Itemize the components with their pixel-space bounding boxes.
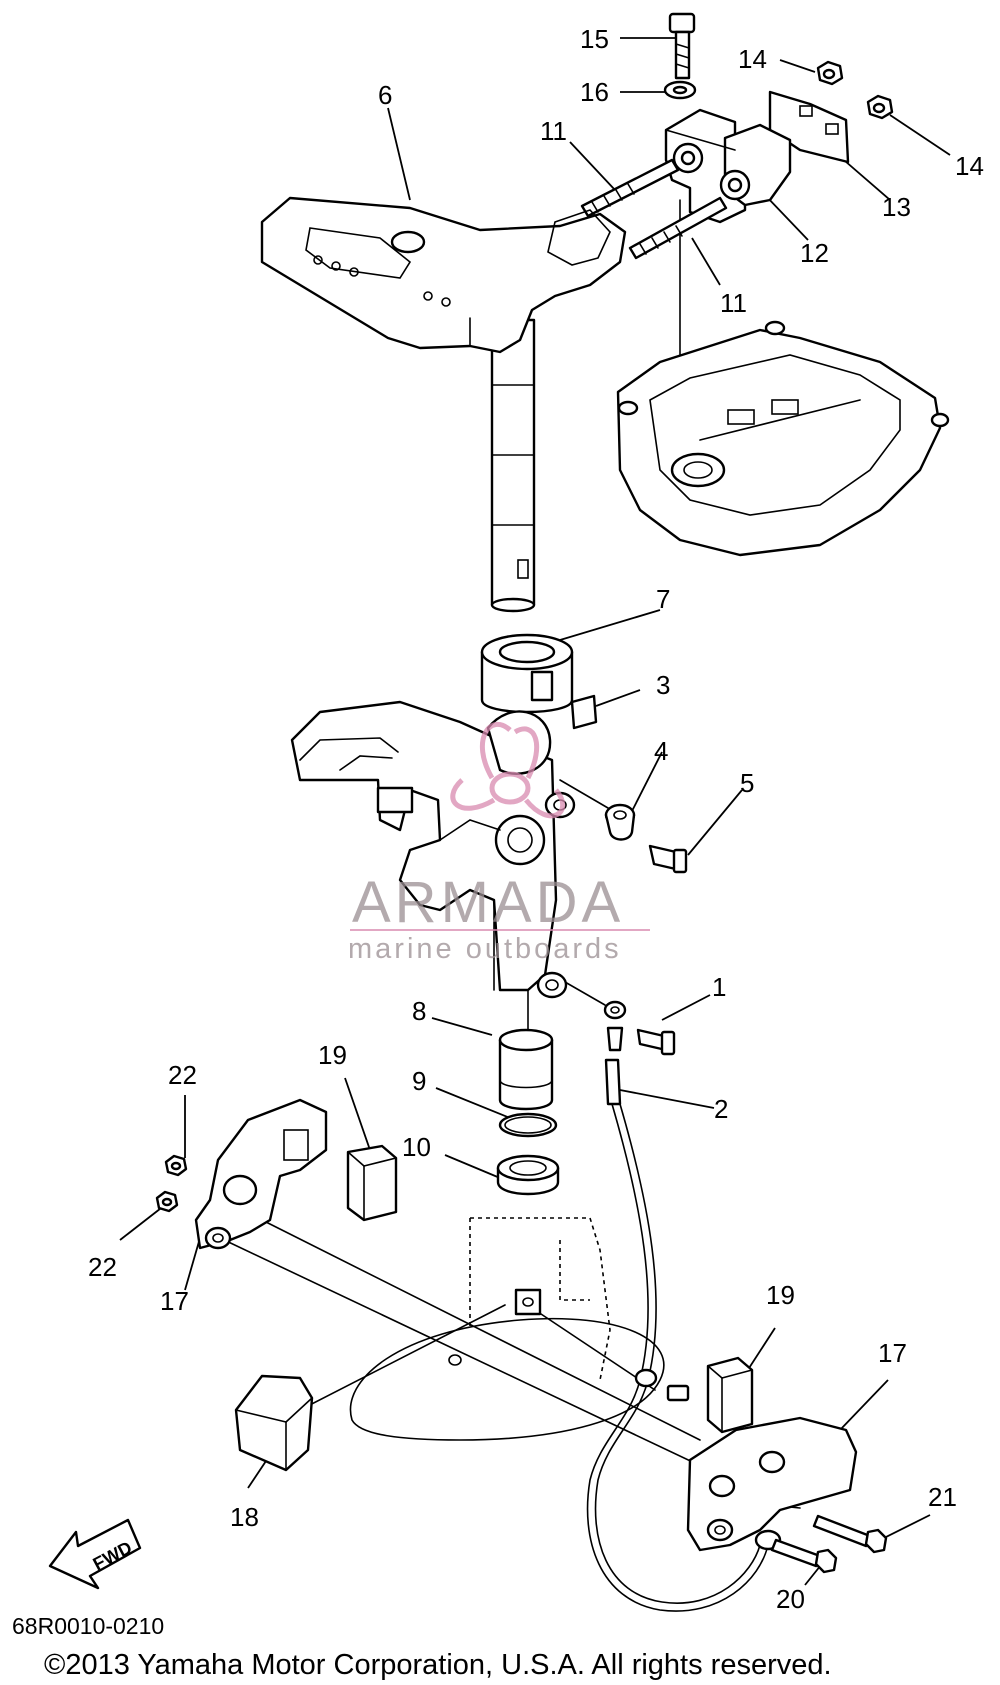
diagram-code: 68R0010-0210 — [12, 1613, 164, 1639]
callout-9: 9 — [412, 1066, 426, 1096]
callout-20: 20 — [776, 1584, 805, 1614]
callout-1: 1 — [712, 972, 726, 1002]
watermark-brand: ARMADA — [352, 870, 624, 935]
callout-6: 6 — [378, 80, 392, 110]
part-20-bolt — [770, 1538, 838, 1574]
callout-7: 7 — [656, 584, 670, 614]
armada-watermark: ARMADA marine outboards — [348, 722, 650, 965]
callout-labels: 15 16 14 14 13 12 11 11 6 7 3 4 5 1 2 8 … — [88, 24, 984, 1614]
callout-8: 8 — [412, 996, 426, 1026]
part-22-nut-lower — [155, 1190, 179, 1213]
part-3-plate — [570, 694, 598, 730]
part-4-bushing — [604, 803, 636, 841]
callout-22-upper: 22 — [168, 1060, 197, 1090]
part-11-stud-upper — [580, 158, 680, 218]
part-17-bracket-left — [194, 1098, 328, 1250]
part-2-ground-lead — [586, 1000, 782, 1612]
part-19-damper-left — [346, 1144, 398, 1222]
part-9-o-ring — [498, 1112, 558, 1138]
callout-14-upper: 14 — [738, 44, 767, 74]
part-14-nut-right — [866, 94, 894, 120]
callout-2: 2 — [714, 1094, 728, 1124]
callout-13: 13 — [882, 192, 911, 222]
part-8-damper — [498, 1028, 554, 1111]
part-19-damper-right — [706, 1356, 754, 1434]
part-11-stud-lower — [628, 196, 728, 260]
bottom-cowling — [616, 320, 950, 557]
callout-10: 10 — [402, 1132, 431, 1162]
part-16-washer — [663, 80, 697, 100]
callout-15: 15 — [580, 24, 609, 54]
part-1-screw — [636, 1028, 676, 1056]
upper-casing-reference — [349, 1217, 665, 1441]
callout-14-right: 14 — [955, 151, 984, 181]
callout-11-upper: 11 — [540, 116, 567, 146]
part-15-bolt — [668, 12, 696, 80]
callout-12: 12 — [800, 238, 829, 268]
callout-22-lower: 22 — [88, 1252, 117, 1282]
callout-18: 18 — [230, 1502, 259, 1532]
part-18-cover — [234, 1374, 314, 1472]
part-14-nut-upper — [816, 60, 844, 86]
copyright-notice: ©2013 Yamaha Motor Corporation, U.S.A. A… — [44, 1649, 832, 1681]
part-17-bracket-right — [686, 1416, 858, 1552]
callout-3: 3 — [656, 670, 670, 700]
callout-19-right: 19 — [766, 1280, 795, 1310]
part-21-bolt — [812, 1514, 888, 1554]
armada-logo-icon — [450, 722, 565, 819]
part-6-steering-bracket — [260, 196, 627, 613]
callout-17-right: 17 — [878, 1338, 907, 1368]
part-10-seal — [496, 1154, 560, 1196]
fwd-arrow: FWD — [48, 1518, 142, 1590]
callout-19-left: 19 — [318, 1040, 347, 1070]
callout-17-left: 17 — [160, 1286, 189, 1316]
callout-21: 21 — [928, 1482, 957, 1512]
part-22-nut-upper — [164, 1154, 188, 1177]
part-7-bushing — [480, 633, 574, 714]
callout-4: 4 — [654, 736, 668, 766]
ground-screw — [634, 1368, 690, 1402]
callout-11-lower: 11 — [720, 288, 747, 318]
callout-16: 16 — [580, 77, 609, 107]
watermark-tagline: marine outboards — [348, 933, 622, 965]
callout-5: 5 — [740, 768, 754, 798]
part-5-bolt — [648, 844, 688, 874]
part-12-rubber-mount — [664, 108, 792, 224]
